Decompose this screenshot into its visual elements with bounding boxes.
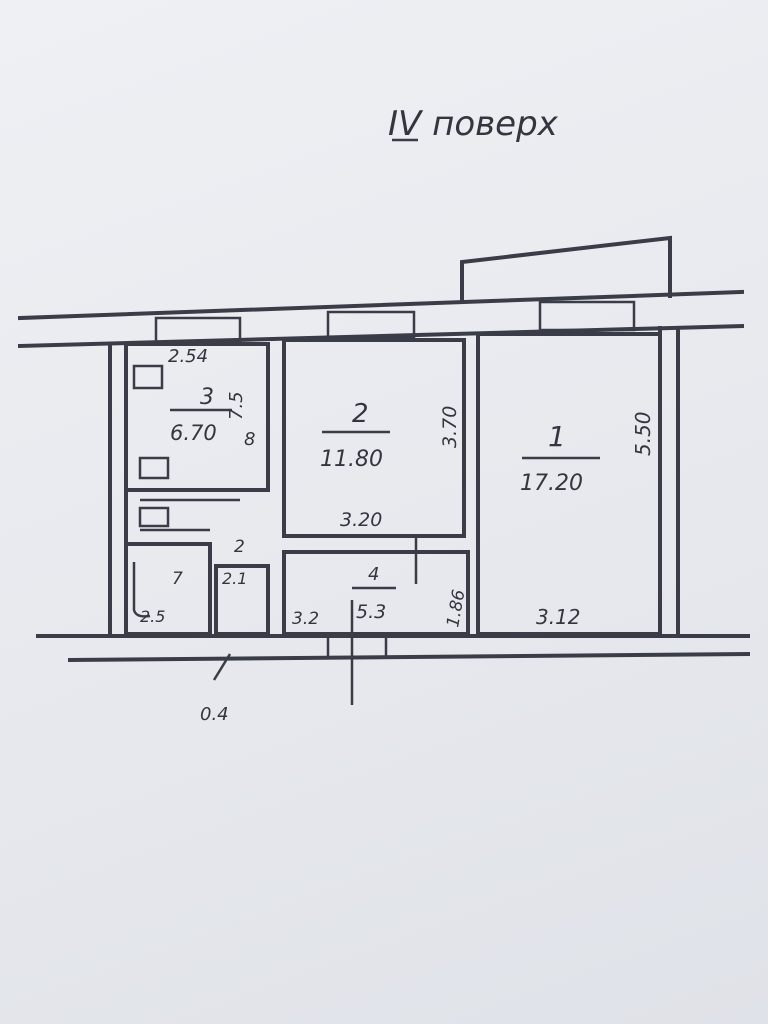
- room-1-number: 1: [548, 420, 566, 453]
- room-2-dim-side: 3.70: [439, 406, 461, 448]
- room-3-dim-side: 7.5: [226, 391, 247, 420]
- room-1-dim-bottom: 3.12: [536, 605, 581, 629]
- room-3-dim-top: 2.54: [168, 346, 208, 367]
- room-7-number: 7: [172, 569, 183, 589]
- room-3-number: 3: [200, 385, 214, 410]
- room-4-area: 5.3: [356, 601, 386, 623]
- room-3-extra: 8: [244, 429, 255, 450]
- room-1-dim-side: 5.50: [631, 411, 655, 456]
- room-1-area: 17.20: [520, 471, 583, 496]
- room-5-dim: 2.1: [222, 569, 247, 588]
- floor-title: IV поверх: [388, 104, 559, 144]
- room-6-area: 0.4: [200, 704, 229, 725]
- room-2-number: 2: [352, 399, 369, 429]
- room-4-dim-left: 3.2: [292, 609, 319, 629]
- room-2-area: 11.80: [320, 447, 383, 472]
- room-2-dim-bottom: 3.20: [340, 509, 382, 531]
- room-4-number: 4: [368, 564, 379, 585]
- room-5-label: 2: [234, 537, 245, 557]
- room-3-area: 6.70: [170, 421, 217, 445]
- walls: [17, 235, 751, 705]
- room-7-area: 2.5: [140, 607, 165, 626]
- room-4-dim-side: 1.86: [443, 588, 469, 629]
